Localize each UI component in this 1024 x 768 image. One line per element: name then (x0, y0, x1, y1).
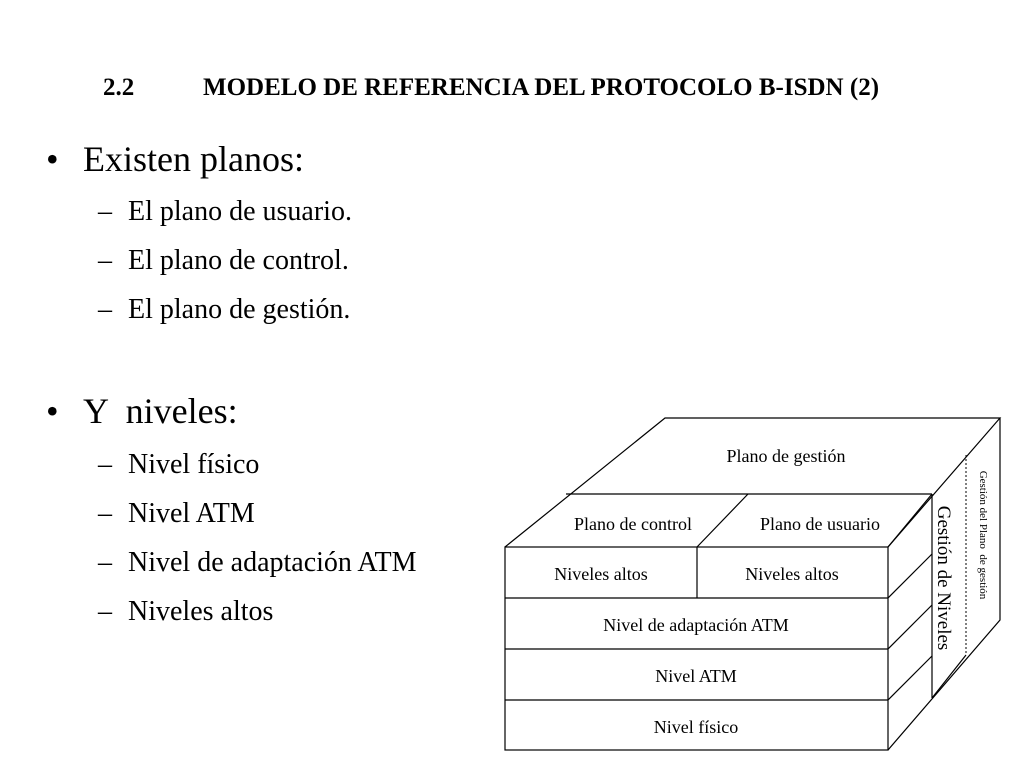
gestion-plano-label: Gestión del Plano de gestión (977, 471, 989, 600)
sub-item-text: El plano de gestión. (128, 294, 351, 325)
panel-separator-bottom (931, 654, 967, 699)
sub-item-text: Niveles altos (128, 596, 274, 627)
bullet-existen-planos: • Existen planos: (46, 138, 304, 180)
plano-gestion-label: Plano de gestión (727, 446, 846, 466)
sub-item-niveles-altos: – Niveles altos (98, 596, 273, 628)
sub-item-text: Nivel ATM (128, 498, 255, 529)
sub-item-nivel-fisico: – Nivel físico (98, 449, 259, 481)
side-edge-2 (887, 553, 933, 599)
sub-item-text: El plano de usuario. (128, 196, 352, 227)
niveles-altos-usuario-label: Niveles altos (745, 564, 838, 584)
bullet-mark: • (46, 139, 59, 179)
plano-usuario-label: Plano de usuario (760, 514, 880, 534)
top-plane-divider (696, 493, 749, 548)
sub-item-text: El plano de control. (128, 245, 349, 276)
dash-mark: – (98, 196, 112, 227)
sub-item-plano-control: – El plano de control. (98, 245, 349, 277)
dash-mark: – (98, 498, 112, 529)
sub-item-text: Nivel de adaptación ATM (128, 547, 417, 578)
nivel-fisico-label: Nivel físico (654, 717, 738, 737)
slide-title: 2.2 MODELO DE REFERENCIA DEL PROTOCOLO B-… (103, 74, 879, 102)
plano-control-label: Plano de control (574, 514, 692, 534)
sub-item-text: Nivel físico (128, 449, 260, 480)
bullet-text: Existen planos: (83, 139, 304, 179)
dash-mark: – (98, 245, 112, 276)
side-edge-1 (887, 493, 933, 548)
bullet-mark: • (46, 391, 59, 431)
bullet-niveles: • Y niveles: (46, 390, 238, 432)
side-edge-3 (887, 604, 933, 650)
nivel-atm-label: Nivel ATM (655, 666, 737, 686)
niveles-altos-control-label: Niveles altos (554, 564, 647, 584)
title-number: 2.2 (103, 74, 135, 101)
dash-mark: – (98, 294, 112, 325)
gestion-niveles-label: Gestión de Niveles (933, 506, 954, 651)
title-text: MODELO DE REFERENCIA DEL PROTOCOLO B-ISD… (203, 74, 880, 101)
dash-mark: – (98, 596, 112, 627)
dash-mark: – (98, 449, 112, 480)
bullet-text: Y niveles: (83, 391, 238, 431)
sub-item-plano-gestion: – El plano de gestión. (98, 294, 350, 326)
dash-mark: – (98, 547, 112, 578)
sub-item-plano-usuario: – El plano de usuario. (98, 196, 352, 228)
sub-item-nivel-adaptacion: – Nivel de adaptación ATM (98, 547, 416, 579)
right-face-outline (887, 418, 1001, 751)
sub-item-nivel-atm: – Nivel ATM (98, 498, 255, 530)
top-face-outline (504, 417, 1002, 548)
nivel-adaptacion-label: Nivel de adaptación ATM (603, 615, 788, 635)
side-edge-4 (887, 655, 933, 701)
